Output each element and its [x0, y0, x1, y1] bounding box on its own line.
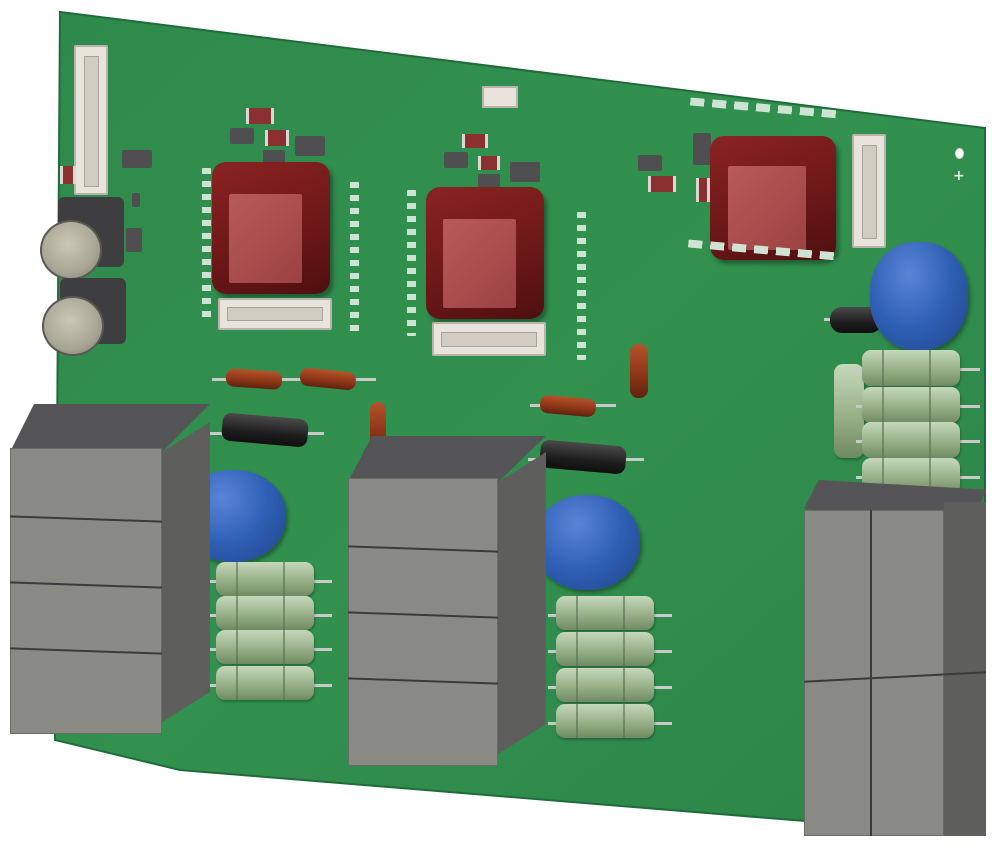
connector-j4: [432, 322, 546, 356]
smd-ic: [230, 128, 254, 144]
mounting-hole: [955, 148, 964, 159]
connector-j1: [74, 45, 108, 195]
smd-regulator: [295, 136, 325, 156]
smd-transistor: [132, 193, 140, 207]
varistor: [870, 242, 968, 350]
connector-j5: [852, 134, 886, 248]
smd-ic: [263, 150, 285, 164]
smd-resistor: [462, 134, 488, 148]
smd-ic: [444, 152, 468, 168]
smd-ic: [478, 174, 500, 188]
electrolytic-capacitor: [42, 296, 104, 356]
varistor: [534, 495, 640, 590]
electrolytic-capacitor: [40, 220, 102, 280]
smd-component: [693, 133, 711, 165]
relay-block-right: [804, 480, 986, 836]
transformer-t1: [212, 162, 330, 294]
axial-resistor-brown: [225, 368, 283, 390]
smd-regulator: [122, 150, 152, 168]
smd-resistor: [60, 166, 76, 184]
smd-resistor: [648, 176, 676, 192]
smd-ic: [638, 155, 662, 171]
transformer-t3: [710, 136, 836, 260]
transformer-t2: [426, 187, 544, 319]
connector-j3: [218, 298, 332, 330]
smd-resistor: [696, 178, 710, 202]
smd-resistor: [246, 108, 274, 124]
relay-block-middle: [348, 436, 546, 766]
connector-j2: [482, 86, 518, 108]
relay-block-left: [10, 404, 210, 734]
silkscreen-plus-mark: +: [953, 168, 965, 184]
smd-regulator: [510, 162, 540, 182]
smd-component: [126, 228, 142, 252]
smd-resistor: [478, 156, 500, 170]
axial-resistor-brown-vertical: [630, 344, 648, 398]
smd-resistor: [265, 130, 289, 146]
